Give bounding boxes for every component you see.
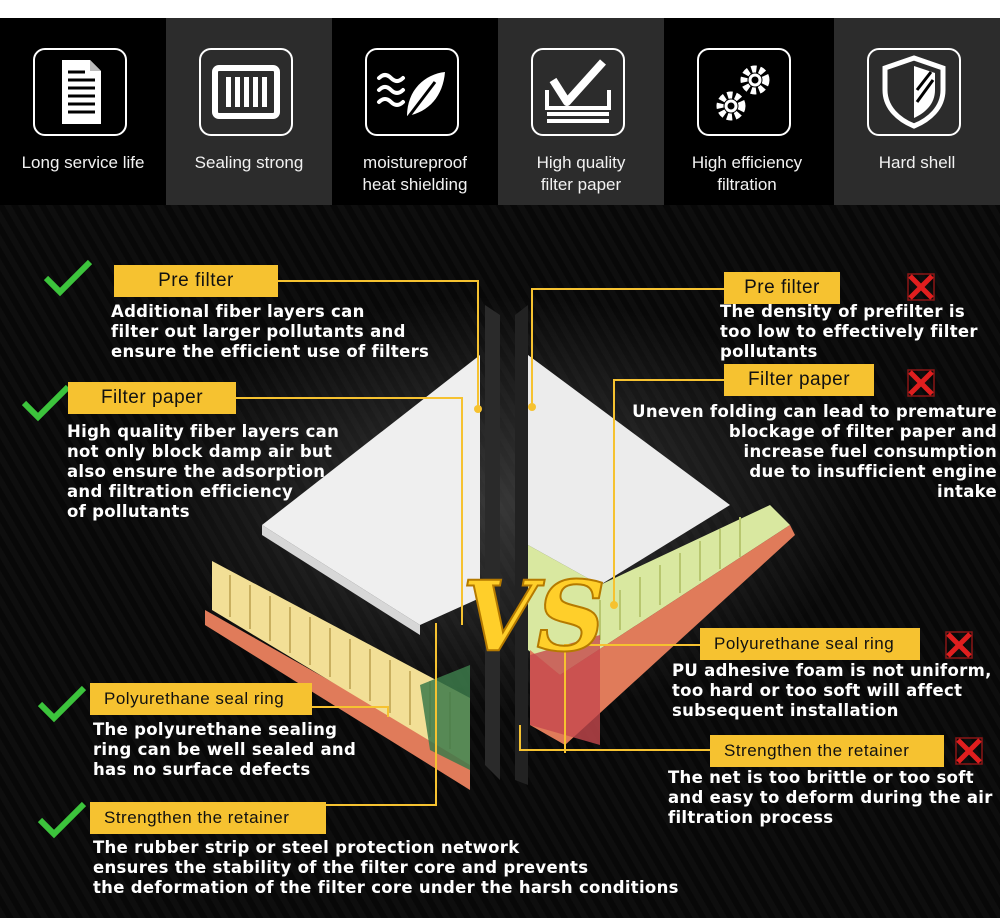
right-pre-filter-desc: The density of prefilter is too low to e… <box>720 302 978 361</box>
feature-label: High quality filter paper <box>536 153 626 194</box>
vs-label: VS <box>461 559 607 674</box>
grille-icon <box>212 65 280 119</box>
feature-sealing-strong: Sealing strong <box>166 18 332 205</box>
cross-icon <box>955 737 983 765</box>
right-pre-filter-tag: Pre filter <box>724 272 840 304</box>
right-retainer-desc: The net is too brittle or too soft and e… <box>668 768 993 827</box>
cross-icon <box>945 631 973 659</box>
left-seal-ring-desc: The polyurethane sealing ring can be wel… <box>93 720 357 779</box>
poor-filter-illustration <box>515 305 795 785</box>
feature-label: Long service life <box>21 153 145 172</box>
feature-hard-shell: Hard shell <box>834 18 1000 205</box>
right-retainer-tag: Strengthen the retainer <box>710 735 944 767</box>
top-white-strip <box>0 0 1000 18</box>
checkmark-paper-icon <box>545 59 611 123</box>
right-seal-ring-tag: Polyurethane seal ring <box>700 628 920 660</box>
leaf-wind-icon <box>377 72 445 125</box>
check-icon <box>37 685 87 723</box>
check-icon <box>37 801 87 839</box>
left-pre-filter-desc: Additional fiber layers can filter out l… <box>111 302 430 361</box>
left-filter-paper-tag: Filter paper <box>68 382 236 414</box>
left-filter-paper-desc: High quality fiber layers can not only b… <box>67 422 340 521</box>
right-connector-lines <box>519 288 724 753</box>
cross-icon <box>907 273 935 301</box>
check-icon <box>21 384 71 422</box>
good-filter-illustration <box>205 305 500 790</box>
left-retainer-desc: The rubber strip or steel protection net… <box>93 838 679 897</box>
document-icon <box>62 60 101 124</box>
right-filter-paper-tag: Filter paper <box>724 364 874 396</box>
shield-icon <box>882 55 946 129</box>
feature-bar: Long service life Sealing strong <box>0 18 1000 205</box>
left-connector-lines <box>236 280 479 806</box>
feature-moistureproof: moistureproof heat shielding <box>332 18 498 205</box>
feature-label: moistureproof heat shielding <box>362 153 468 194</box>
feature-label: High efficiency filtration <box>691 153 803 194</box>
feature-label: Sealing strong <box>194 153 304 172</box>
cross-icon <box>907 369 935 397</box>
left-seal-ring-tag: Polyurethane seal ring <box>90 683 312 715</box>
left-pre-filter-tag: Pre filter <box>114 265 278 297</box>
filter-comparison-illustration: VS <box>205 280 795 806</box>
feature-high-efficiency: High efficiency filtration <box>664 18 830 205</box>
feature-long-service-life: Long service life <box>0 18 166 205</box>
gears-icon <box>716 65 770 121</box>
svg-text:VS: VS <box>462 560 606 673</box>
right-filter-paper-desc: Uneven folding can lead to premature blo… <box>632 402 997 501</box>
feature-high-quality-paper: High quality filter paper <box>498 18 664 205</box>
left-retainer-tag: Strengthen the retainer <box>90 802 326 834</box>
check-icon <box>43 259 93 297</box>
right-seal-ring-desc: PU adhesive foam is not uniform, too har… <box>672 661 992 720</box>
feature-label: Hard shell <box>878 153 956 172</box>
